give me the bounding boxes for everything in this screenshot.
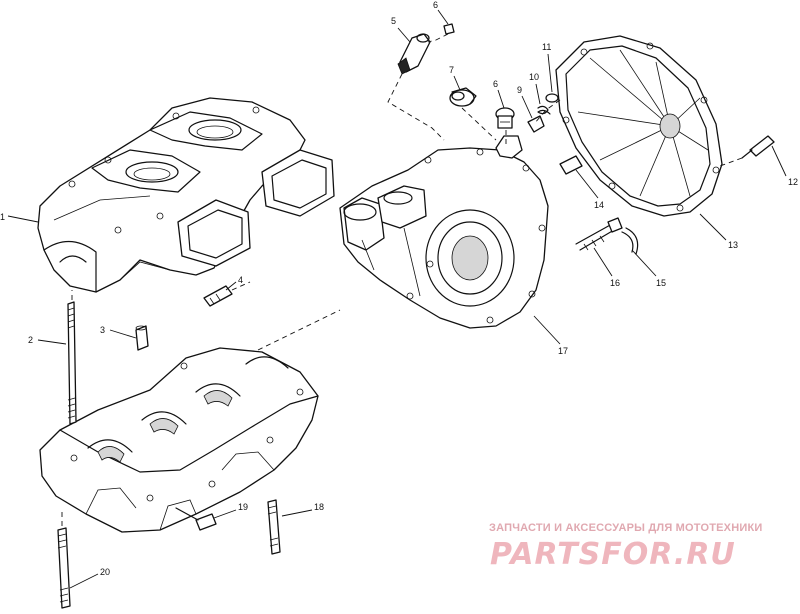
part-3-dowel <box>135 325 149 351</box>
callout-13: 13 <box>728 240 738 250</box>
callout-6-top: 6 <box>433 0 438 10</box>
part-12-bolt <box>741 135 775 159</box>
callout-17: 17 <box>558 346 568 356</box>
callout-7: 7 <box>449 65 454 75</box>
callout-20: 20 <box>100 567 110 577</box>
callout-numbers: 1 2 3 4 5 6 7 6 9 10 11 12 13 14 15 16 1… <box>0 0 798 577</box>
part-6-cap <box>495 107 515 129</box>
callout-5: 5 <box>391 16 396 26</box>
callout-6-mid: 6 <box>493 79 498 89</box>
callout-16: 16 <box>610 278 620 288</box>
assembly-lines <box>61 33 743 526</box>
part-15-clip <box>621 227 639 255</box>
part-2-stud-bolt <box>67 301 77 425</box>
callout-3: 3 <box>100 325 105 335</box>
callout-11: 11 <box>542 42 551 52</box>
gear-cover-housing <box>339 135 549 329</box>
callout-1: 1 <box>0 212 5 222</box>
part-16-screw <box>575 217 623 251</box>
part-18-stud <box>267 499 281 555</box>
callout-12: 12 <box>788 177 798 187</box>
callout-9: 9 <box>517 85 522 95</box>
watermark: ЗАПЧАСТИ И АКСЕССУАРЫ ДЛЯ МОТОТЕХНИКИ PA… <box>489 522 762 572</box>
part-4-stud <box>203 285 233 307</box>
watermark-logo: PARTSFOR.RU <box>490 537 736 572</box>
callout-2: 2 <box>28 335 33 345</box>
watermark-tagline: ЗАПЧАСТИ И АКСЕССУАРЫ ДЛЯ МОТОТЕХНИКИ <box>489 522 762 534</box>
callout-18: 18 <box>314 502 324 512</box>
callout-14: 14 <box>594 200 604 210</box>
part-5-elbow-fitting <box>397 33 431 75</box>
part-19-bolt <box>175 507 217 531</box>
upper-crankcase <box>37 97 335 293</box>
lower-crankcase <box>39 347 319 533</box>
part-9-o-ring <box>527 115 545 133</box>
outer-cover <box>555 35 723 217</box>
callout-10: 10 <box>529 72 539 82</box>
part-6-screw-top <box>443 23 455 35</box>
callout-19: 19 <box>238 502 248 512</box>
callout-leaders <box>7 9 787 589</box>
part-14-dowel-pin <box>559 155 583 175</box>
callout-15: 15 <box>656 278 666 288</box>
part-11-gasket <box>545 93 559 103</box>
part-20-stud <box>57 527 71 609</box>
part-7-bushing <box>449 87 477 107</box>
callout-4: 4 <box>238 275 243 285</box>
